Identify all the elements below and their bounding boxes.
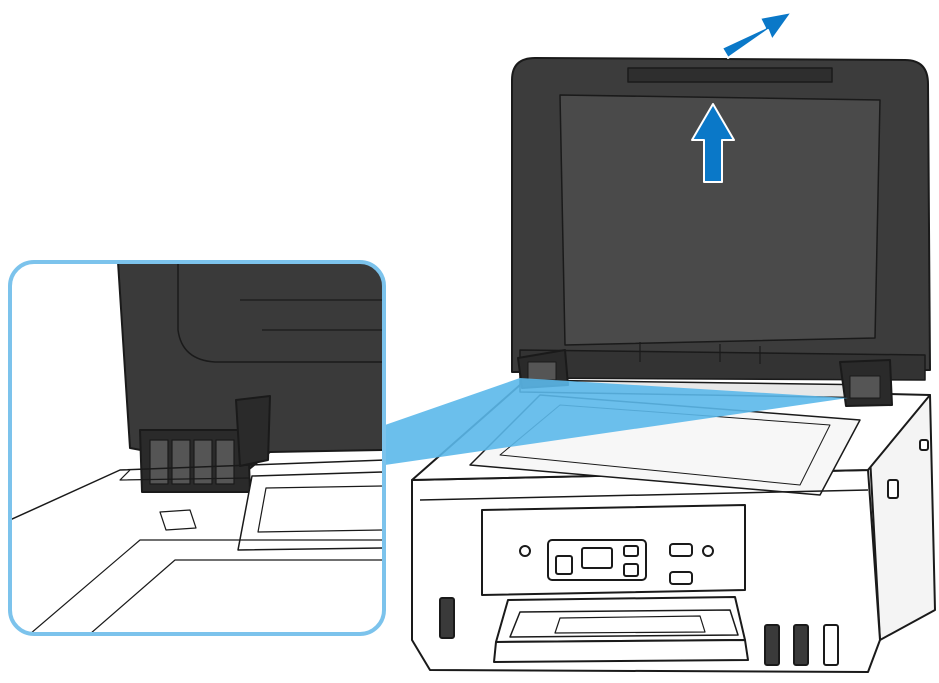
operation-panel: [481, 504, 746, 596]
ink-tank-color: [793, 624, 809, 666]
lift-up-arrow-icon: [691, 103, 735, 183]
remove-diagonal-arrow-icon: [721, 11, 793, 59]
ink-tank-color: [764, 624, 780, 666]
ink-tank-color: [823, 624, 839, 666]
cover-handle: [627, 67, 833, 83]
ink-tank-black: [439, 597, 455, 639]
panel-button: [555, 555, 573, 575]
panel-display: [581, 547, 613, 569]
callout-hinge: [139, 395, 271, 493]
zoom-callout: [8, 260, 386, 636]
cover-mat: [559, 94, 881, 346]
panel-button: [623, 545, 639, 557]
panel-button: [669, 543, 693, 557]
panel-lamp: [702, 545, 714, 557]
panel-button: [669, 571, 693, 585]
panel-button: [623, 563, 639, 577]
hinge-right: [839, 359, 893, 407]
callout-beam: [385, 378, 848, 465]
document-cover: [511, 57, 931, 407]
callout-cover: [117, 262, 384, 471]
output-tray: [493, 596, 749, 663]
panel-lamp: [519, 545, 531, 557]
side-port: [887, 479, 899, 499]
side-port: [919, 439, 929, 451]
hinge-left: [517, 349, 569, 389]
